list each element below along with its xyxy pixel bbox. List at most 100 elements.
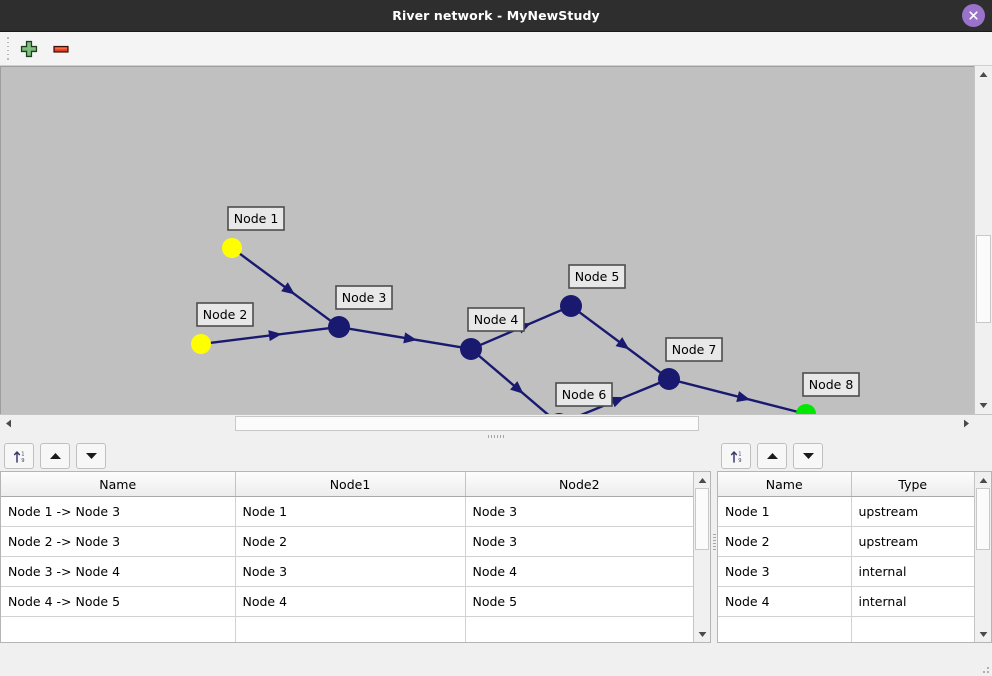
table-cell[interactable]: Node 3 — [465, 526, 693, 557]
table-cell[interactable]: upstream — [851, 526, 974, 557]
scroll-down-icon[interactable] — [975, 397, 992, 414]
graph-vertical-scrollbar[interactable] — [974, 66, 992, 414]
graph-vscroll-thumb[interactable] — [976, 235, 991, 323]
node-label-Node7[interactable]: Node 7 — [665, 337, 723, 362]
node-label-text: Node 5 — [575, 269, 620, 284]
node-label-Node8[interactable]: Node 8 — [802, 372, 860, 397]
node-table-scrollbar[interactable] — [974, 472, 991, 642]
node-label-box — [335, 285, 393, 310]
table-cell[interactable]: Node 3 — [718, 556, 852, 587]
table-cell[interactable] — [465, 616, 693, 642]
table-cell[interactable] — [718, 616, 852, 642]
scroll-down-icon[interactable] — [694, 626, 710, 642]
table-row[interactable] — [718, 616, 974, 642]
column-header-name[interactable]: Name — [718, 472, 852, 497]
table-cell[interactable]: Node 3 — [235, 556, 466, 587]
branch-table-scrollbar[interactable] — [693, 472, 710, 642]
column-header-name[interactable]: Name — [1, 472, 236, 497]
table-cell[interactable]: internal — [851, 556, 974, 587]
graph-vscroll-track[interactable] — [975, 83, 992, 397]
branch-table-scroll-thumb[interactable] — [695, 488, 709, 550]
graph-node-Node8[interactable] — [796, 404, 816, 414]
table-cell[interactable]: internal — [851, 586, 974, 617]
move-node-down-button[interactable] — [793, 443, 823, 469]
node-label-Node2[interactable]: Node 2 — [196, 302, 254, 327]
graph-horizontal-scrollbar[interactable] — [0, 414, 992, 432]
table-cell[interactable]: Node 5 — [465, 586, 693, 617]
column-header-type[interactable]: Type — [851, 472, 974, 497]
add-node-button[interactable] — [15, 36, 43, 62]
graph-node-Node4[interactable] — [460, 338, 482, 360]
graph-node-Node6[interactable] — [548, 413, 570, 414]
table-cell[interactable]: Node 4 — [465, 556, 693, 587]
scroll-left-icon[interactable] — [0, 415, 17, 432]
resize-grip[interactable] — [979, 663, 989, 673]
graph-node-Node2[interactable] — [191, 334, 211, 354]
table-cell[interactable]: Node 4 -> Node 5 — [1, 586, 236, 617]
node-table-scroll-thumb[interactable] — [976, 488, 990, 550]
node-label-Node1[interactable]: Node 1 — [227, 206, 285, 231]
node-table-scroll-track[interactable] — [975, 488, 991, 626]
table-cell[interactable] — [1, 616, 236, 642]
column-header-node1[interactable]: Node1 — [235, 472, 466, 497]
branch-table-scroll-track[interactable] — [694, 488, 710, 626]
table-cell[interactable]: Node 1 -> Node 3 — [1, 496, 236, 527]
scroll-down-icon[interactable] — [975, 626, 991, 642]
close-icon[interactable] — [962, 4, 985, 27]
node-label-Node5[interactable]: Node 5 — [568, 264, 626, 289]
graph-node-Node3[interactable] — [328, 316, 350, 338]
table-cell[interactable]: Node 3 -> Node 4 — [1, 556, 236, 587]
vertical-splitter[interactable] — [711, 441, 717, 643]
table-cell[interactable]: Node 2 — [235, 526, 466, 557]
toolbar-grip[interactable] — [4, 37, 11, 60]
svg-text:1: 1 — [21, 451, 24, 457]
sort-nodes-button[interactable]: 1 9 — [721, 443, 751, 469]
move-branch-down-button[interactable] — [76, 443, 106, 469]
scroll-up-icon[interactable] — [975, 472, 991, 488]
move-node-up-button[interactable] — [757, 443, 787, 469]
node-label-Node3[interactable]: Node 3 — [335, 285, 393, 310]
column-header-node2[interactable]: Node2 — [465, 472, 693, 497]
sort-branches-button[interactable]: 1 9 — [4, 443, 34, 469]
graph-node-Node7[interactable] — [658, 368, 680, 390]
scroll-up-icon[interactable] — [694, 472, 710, 488]
table-cell[interactable]: Node 1 — [718, 496, 852, 527]
table-cell[interactable]: Node 1 — [235, 496, 466, 527]
graph-hscroll-track[interactable] — [17, 415, 958, 432]
table-row[interactable] — [1, 616, 693, 642]
scroll-right-icon[interactable] — [958, 415, 975, 432]
table-cell[interactable]: Node 2 -> Node 3 — [1, 526, 236, 557]
node-label-box — [467, 307, 525, 332]
title-bar: River network - MyNewStudy — [0, 0, 992, 32]
delete-node-button[interactable] — [47, 36, 75, 62]
horizontal-splitter[interactable] — [0, 432, 992, 441]
graph-hscroll-thumb[interactable] — [235, 416, 699, 431]
table-cell[interactable]: Node 2 — [718, 526, 852, 557]
graph-node-Node5[interactable] — [560, 295, 582, 317]
table-cell[interactable]: Node 3 — [465, 496, 693, 527]
network-canvas[interactable]: Node 1 Node 2 Node 3 Node 4 Node 5 Node 6 Node… — [0, 66, 974, 414]
scroll-up-icon[interactable] — [975, 66, 992, 83]
table-cell[interactable]: upstream — [851, 496, 974, 527]
table-cell[interactable]: Node 4 — [235, 586, 466, 617]
arrow-up-icon — [766, 453, 778, 459]
graph-node-Node1[interactable] — [222, 238, 242, 258]
move-branch-up-button[interactable] — [40, 443, 70, 469]
node-label-text: Node 7 — [672, 342, 717, 357]
table-cell[interactable]: Node 4 — [718, 586, 852, 617]
table-cell[interactable] — [235, 616, 466, 642]
node-label-Node4[interactable]: Node 4 — [467, 307, 525, 332]
table-cell[interactable] — [851, 616, 974, 642]
node-label-Node6[interactable]: Node 6 — [555, 382, 613, 407]
